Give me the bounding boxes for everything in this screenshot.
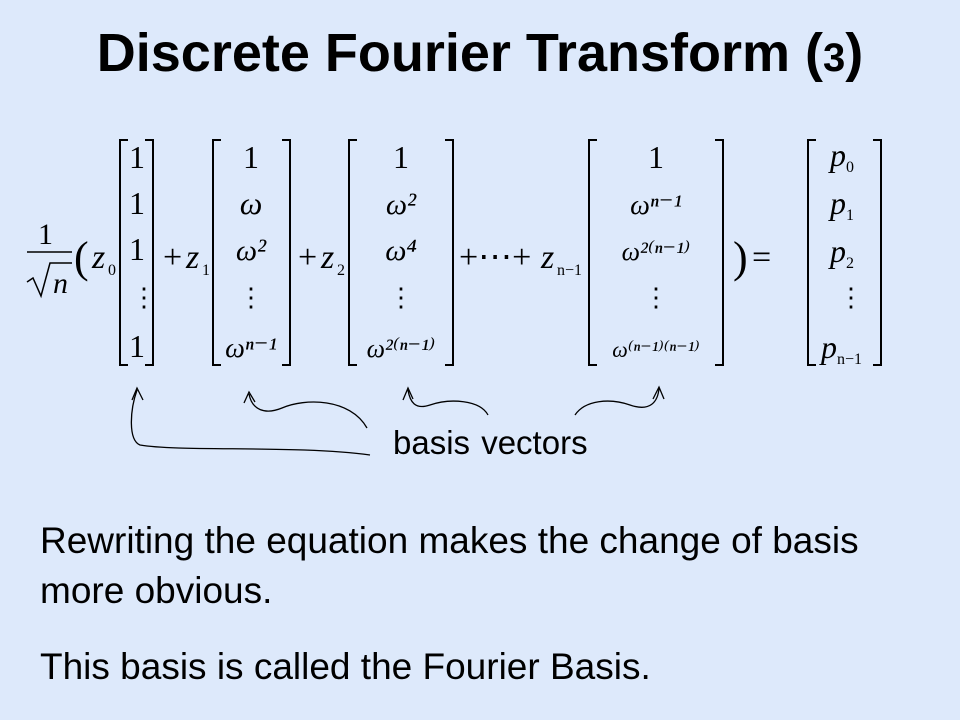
- open-paren: (: [74, 233, 89, 282]
- p2-sub: 2: [846, 255, 854, 272]
- p-ellipsis: ⋮: [838, 283, 864, 312]
- coeff-z2: z: [320, 239, 334, 276]
- v2-entry-2: ω²: [236, 234, 267, 267]
- arrow-to-vector3: [407, 389, 489, 416]
- v3-entry-3: ⋮: [388, 283, 414, 312]
- vector4-left-bracket: [588, 139, 597, 366]
- result-left-bracket: [807, 139, 816, 366]
- vector4-right-bracket: [715, 139, 724, 366]
- p2: p: [828, 233, 846, 269]
- pn1: p: [819, 329, 837, 365]
- ellipsis-plus: +⋯+: [459, 239, 531, 276]
- v3-entry-2: ω⁴: [385, 234, 417, 267]
- equation: 1 n ( z 0 1 1 1 ⋮ 1 + z 1 1 ω ω² ⋮ ωⁿ⁻¹ …: [26, 137, 882, 456]
- paragraph-rewriting: Rewriting the equation makes the change …: [40, 520, 859, 611]
- p1-sub: 1: [846, 207, 854, 224]
- basis-arrows: [130, 385, 665, 456]
- pn1-sub: n−1: [837, 351, 862, 368]
- v4-entry-0: 1: [648, 139, 664, 175]
- v3-entry-4: ω²⁽ⁿ⁻¹⁾: [367, 334, 436, 363]
- v4-entry-3: ⋮: [643, 283, 669, 312]
- title-close: ): [845, 23, 864, 83]
- v4-entry-2: ω²⁽ⁿ⁻¹⁾: [622, 237, 691, 266]
- coeff-z2-sub: 2: [337, 262, 345, 279]
- v3-entry-1: ω²: [386, 188, 417, 221]
- arrowhead-1-icon: [131, 386, 144, 401]
- p0: p: [828, 137, 846, 173]
- arrowhead-3-icon: [402, 386, 414, 401]
- vector1-right-bracket: [145, 139, 154, 366]
- prefactor-denominator: n: [53, 267, 68, 300]
- v1-entry-3: ⋮: [131, 283, 157, 312]
- prefactor-numerator: 1: [38, 218, 53, 251]
- arrow-to-vector2: [248, 393, 368, 429]
- p0-sub: 0: [846, 159, 854, 176]
- coeff-z1: z: [185, 239, 199, 276]
- vector1-left-bracket: [119, 139, 128, 366]
- close-paren: ): [733, 233, 748, 282]
- v3-entry-0: 1: [393, 139, 409, 175]
- title-text: Discrete Fourier Transform (: [96, 23, 823, 83]
- v2-entry-0: 1: [243, 139, 259, 175]
- basis-vectors-label: basis vectors: [393, 424, 588, 461]
- v1-entry-0: 1: [129, 139, 145, 175]
- arrowhead-2-icon: [243, 390, 256, 404]
- v4-entry-1: ωⁿ⁻¹: [630, 190, 682, 221]
- result-right-bracket: [873, 139, 882, 366]
- coeff-zn1-sub: n−1: [557, 262, 582, 279]
- coeff-zn1: z: [540, 239, 554, 276]
- vector3-right-bracket: [445, 139, 454, 366]
- v1-entry-2: 1: [129, 231, 145, 267]
- v1-entry-1: 1: [129, 185, 145, 221]
- v2-entry-1: ω: [240, 185, 263, 221]
- coeff-z0-sub: 0: [108, 262, 116, 279]
- plus-1: +: [163, 239, 182, 276]
- vector2-left-bracket: [212, 139, 221, 366]
- equals-sign: =: [752, 239, 771, 276]
- coeff-z1-sub: 1: [202, 262, 210, 279]
- arrow-to-vector4: [574, 387, 660, 416]
- arrow-to-vector1: [130, 389, 371, 456]
- slide-title: Discrete Fourier Transform (3): [0, 22, 960, 84]
- coeff-z0: z: [91, 239, 105, 276]
- arrowhead-4-icon: [652, 385, 665, 400]
- plus-2: +: [298, 239, 317, 276]
- p1: p: [828, 185, 846, 221]
- paragraph-fourier-basis: This basis is called the Fourier Basis.: [40, 646, 651, 687]
- sqrt-sign-icon: [26, 262, 72, 299]
- v2-entry-3: ⋮: [238, 283, 264, 312]
- vector2-right-bracket: [282, 139, 291, 366]
- v1-entry-4: 1: [129, 328, 145, 364]
- title-number: 3: [822, 36, 846, 80]
- v4-entry-4: ω⁽ⁿ⁻¹⁾⁽ⁿ⁻¹⁾: [612, 337, 699, 362]
- vector3-left-bracket: [348, 139, 357, 366]
- v2-entry-4: ωⁿ⁻¹: [225, 333, 277, 364]
